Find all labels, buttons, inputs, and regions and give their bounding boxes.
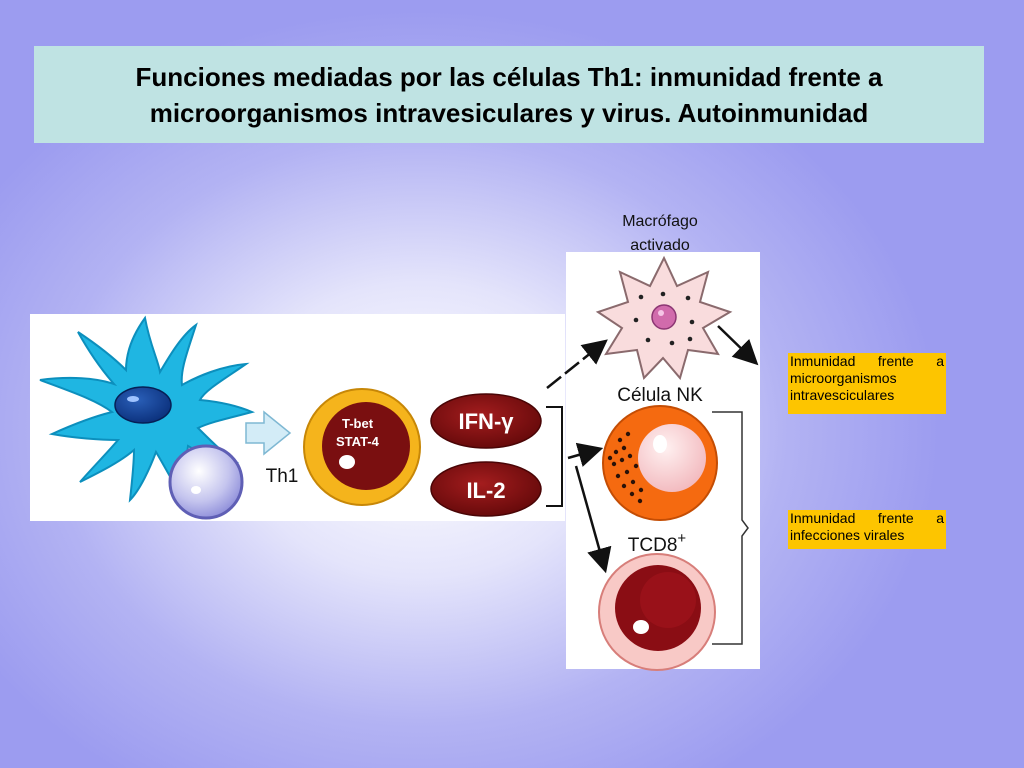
- cytokine-ifn-gamma-label: IFN-γ: [459, 409, 515, 434]
- note-viral-immunity: Inmunidad frente a infecciones virales: [788, 510, 946, 549]
- nk-granules: [607, 431, 644, 504]
- title-box: Funciones mediadas por las células Th1: …: [34, 46, 984, 143]
- arrow-to-nk: [567, 442, 604, 467]
- differentiation-arrow: [245, 410, 292, 456]
- naive-t-cell: [168, 444, 244, 520]
- cytokine-il-2-label: IL-2: [466, 478, 505, 503]
- arrow-to-tcd8: [574, 465, 612, 574]
- cytokine-il-2: IL-2: [430, 461, 542, 517]
- slide-title-line-2: microorganismos intravesiculares y virus…: [149, 97, 869, 128]
- macrophage-caption-line-2: activado: [630, 237, 690, 254]
- th1-label: Th1: [266, 466, 299, 487]
- slide-title-line-1: Funciones mediadas por las células Th1: …: [135, 61, 883, 92]
- dendritic-cell: [39, 315, 256, 503]
- nk-cell: [602, 405, 718, 521]
- cytokine-bracket: [546, 406, 563, 507]
- th1-cell-text-line-1: T-bet: [342, 416, 374, 431]
- macrophage-caption: Macrófago activado: [600, 210, 720, 258]
- tcd8-label-text: TCD8: [628, 535, 678, 556]
- right-bracket: [712, 411, 749, 645]
- activated-macrophage: [595, 255, 733, 381]
- tcd8-cell: [598, 553, 716, 671]
- note-intravesicular-immunity: Inmunidad frente a microorganismos intra…: [788, 353, 946, 414]
- dendritic-nucleus: [114, 386, 172, 424]
- th1-cell-text-line-2: STAT-4: [336, 434, 380, 449]
- arrow-to-macrophage: [546, 339, 608, 389]
- th1-cell: T-bet STAT-4: [303, 388, 421, 506]
- arrow-macrophage-out: [717, 325, 759, 366]
- tcd8-label: TCD8+: [628, 530, 687, 556]
- tcd8-superscript: +: [677, 530, 686, 547]
- cytokine-ifn-gamma: IFN-γ: [430, 393, 542, 449]
- macrophage-caption-line-1: Macrófago: [622, 213, 698, 230]
- nk-cell-label: Célula NK: [617, 385, 703, 406]
